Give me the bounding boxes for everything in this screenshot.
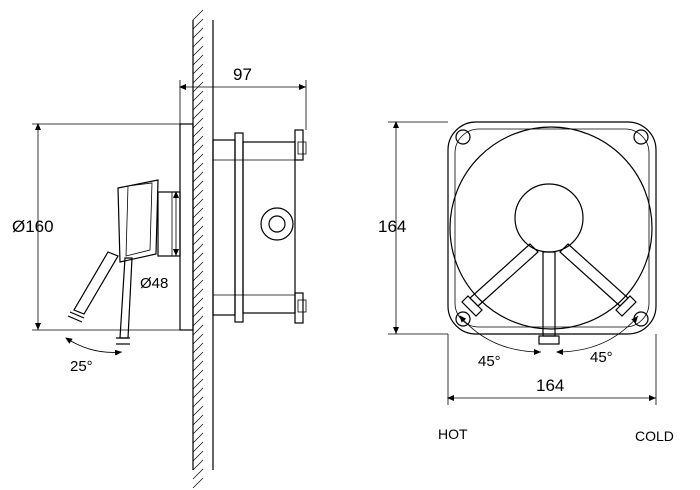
- wall-hatch-line: [192, 414, 204, 426]
- wall-hatch-line: [192, 72, 204, 84]
- angle-25: 25°: [65, 337, 123, 375]
- angle-45-left: 45°: [459, 315, 542, 370]
- front-plate: [447, 121, 657, 335]
- dimension-164-horizontal: 164: [447, 334, 657, 405]
- wall-hatch-line: [192, 90, 204, 102]
- handle-hub: [514, 183, 584, 253]
- wall-hatch-line: [192, 279, 204, 291]
- wall-hatch-line: [192, 261, 204, 273]
- angle-45-right: 45°: [556, 315, 639, 366]
- wall-hatch-line: [192, 288, 204, 300]
- wall-hatch-line: [192, 126, 204, 138]
- wall-hatch-line: [192, 36, 204, 48]
- angle-25-label: 25°: [70, 358, 93, 375]
- trim-circle: [449, 126, 653, 330]
- dim-164-horizontal-label: 164: [536, 376, 564, 395]
- wall-hatch-line: [192, 423, 204, 435]
- wall-hatch-line: [192, 297, 204, 309]
- outlet-port: [260, 207, 294, 241]
- wall-hatch-line: [192, 108, 204, 120]
- angle-45-left-label: 45°: [478, 353, 501, 370]
- wall-hatch-line: [192, 387, 204, 399]
- wall-hatch-line: [192, 45, 204, 57]
- wall-hatch-line: [192, 243, 204, 255]
- wall-hatch-line: [192, 234, 204, 246]
- wall-hatch-line: [192, 315, 204, 327]
- front-view: 164 164 45° 45° HOT COLD: [378, 121, 674, 444]
- dimension-164-vertical: 164: [378, 121, 448, 335]
- angle-45-right-label: 45°: [590, 349, 613, 366]
- valve-body: [212, 129, 307, 324]
- wall-hatch-line: [192, 477, 204, 489]
- wall-hatch-line: [192, 189, 204, 201]
- wall-hatch-line: [192, 468, 204, 480]
- wall-hatch-line: [192, 378, 204, 390]
- wall-hatch-line: [192, 207, 204, 219]
- wall-hatch-line: [192, 144, 204, 156]
- wall-hatch-line: [192, 54, 204, 66]
- wall-hatch-line: [192, 162, 204, 174]
- wall-hatch-line: [192, 135, 204, 147]
- wall-hatch-line: [192, 450, 204, 462]
- wall-hatch-line: [192, 324, 204, 336]
- wall-hatch-line: [192, 432, 204, 444]
- cold-label: COLD: [635, 428, 674, 444]
- wall-hatch-line: [192, 369, 204, 381]
- wall-hatch-line: [192, 441, 204, 453]
- side-view: 97 Ø160 Ø48 25°: [12, 9, 307, 489]
- wall-hatch-line: [192, 180, 204, 192]
- wall-hatch-line: [192, 333, 204, 345]
- wall-hatch-line: [192, 216, 204, 228]
- dimension-97: 97: [179, 65, 307, 130]
- wall-hatch-line: [192, 27, 204, 39]
- wall-hatch-line: [192, 405, 204, 417]
- dim-164-vertical-label: 164: [378, 217, 406, 236]
- handle-assembly: [67, 179, 181, 345]
- dim-48-label: Ø48: [140, 275, 168, 292]
- wall-hatch-line: [192, 270, 204, 282]
- wall: [192, 9, 214, 489]
- wall-hatch-line: [192, 351, 204, 363]
- wall-hatch-line: [192, 9, 204, 21]
- cover-plate: [179, 123, 194, 331]
- wall-hatch-line: [192, 99, 204, 111]
- wall-hatch-line: [192, 252, 204, 264]
- dimension-diameter-48: Ø48: [140, 191, 179, 292]
- dim-97-label: 97: [233, 65, 252, 84]
- wall-hatch-line: [192, 63, 204, 75]
- wall-hatch-line: [192, 396, 204, 408]
- wall-hatch-line: [192, 198, 204, 210]
- wall-hatch-line: [192, 117, 204, 129]
- wall-hatch-line: [192, 171, 204, 183]
- wall-hatch-line: [192, 459, 204, 471]
- wall-hatch-line: [192, 225, 204, 237]
- dimension-diameter-160: Ø160: [12, 123, 180, 331]
- wall-hatch-line: [192, 360, 204, 372]
- wall-hatch-line: [192, 342, 204, 354]
- wall-hatch-line: [192, 153, 204, 165]
- hot-label: HOT: [438, 426, 468, 442]
- dim-160-label: Ø160: [12, 217, 54, 236]
- wall-hatch-line: [192, 306, 204, 318]
- wall-hatch-line: [192, 18, 204, 30]
